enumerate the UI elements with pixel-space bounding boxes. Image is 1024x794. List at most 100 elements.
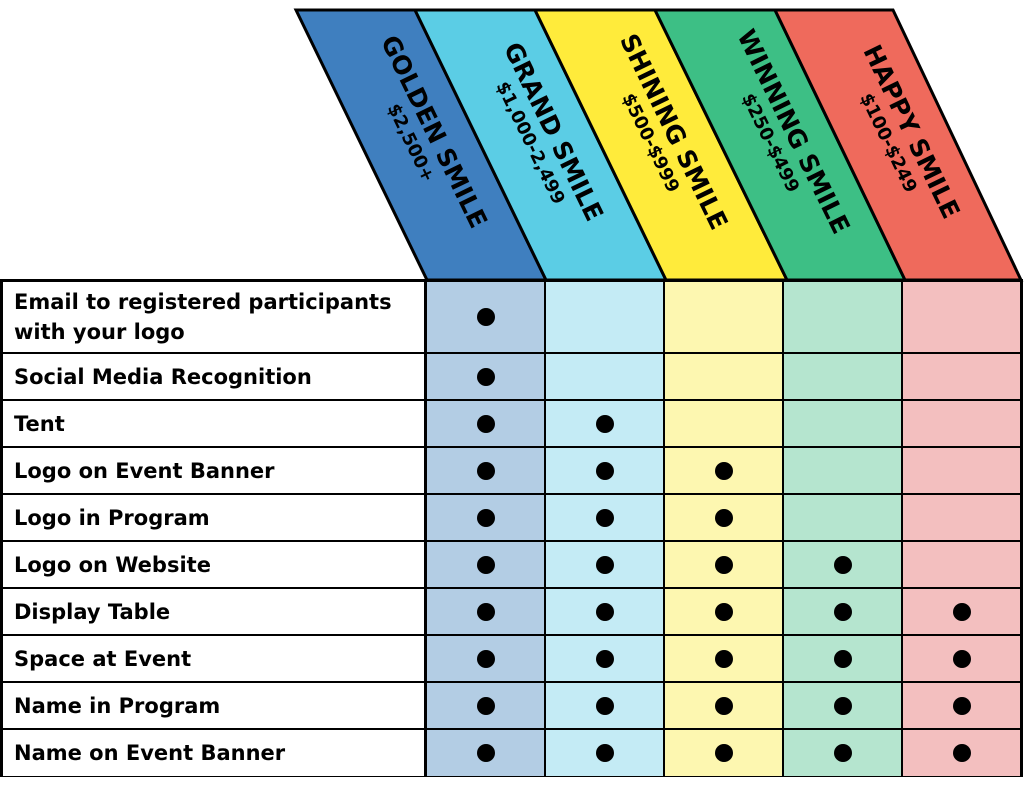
included-dot-icon (952, 602, 971, 621)
included-dot-icon (714, 508, 733, 527)
tier-cell-3 (665, 448, 784, 493)
tier-cell-4 (784, 730, 903, 776)
included-dot-icon (714, 602, 733, 621)
included-dot-icon (833, 555, 852, 574)
table-row: Logo on Website (3, 542, 1020, 589)
included-dot-icon (476, 602, 495, 621)
tier-cell-2 (546, 683, 665, 728)
tier-cell-1 (427, 282, 546, 352)
benefit-label: Social Media Recognition (3, 354, 427, 399)
benefit-label: Logo on Website (3, 542, 427, 587)
tier-cell-4 (784, 589, 903, 634)
included-dot-icon (714, 696, 733, 715)
tier-cell-5 (903, 282, 1020, 352)
included-dot-icon (476, 367, 495, 386)
tier-cell-5 (903, 542, 1020, 587)
tier-cell-1 (427, 589, 546, 634)
included-dot-icon (476, 744, 495, 762)
included-dot-icon (595, 414, 614, 433)
tier-cell-1 (427, 401, 546, 446)
tier-cell-3 (665, 542, 784, 587)
included-dot-icon (595, 508, 614, 527)
included-dot-icon (952, 744, 971, 762)
table-row: Logo in Program (3, 495, 1020, 542)
included-dot-icon (714, 461, 733, 480)
tier-cell-4 (784, 448, 903, 493)
table-row: Space at Event (3, 636, 1020, 683)
tier-cell-2 (546, 282, 665, 352)
tier-cell-2 (546, 448, 665, 493)
tier-cell-5 (903, 401, 1020, 446)
benefit-label: Email to registered participants with yo… (3, 282, 427, 352)
tier-cell-3 (665, 636, 784, 681)
tier-cell-4 (784, 636, 903, 681)
included-dot-icon (476, 649, 495, 668)
tier-cell-5 (903, 683, 1020, 728)
included-dot-icon (476, 696, 495, 715)
tier-cell-5 (903, 730, 1020, 776)
included-dot-icon (476, 414, 495, 433)
tier-cell-3 (665, 354, 784, 399)
benefit-label: Name in Program (3, 683, 427, 728)
benefit-label: Tent (3, 401, 427, 446)
included-dot-icon (595, 744, 614, 762)
table-row: Email to registered participants with yo… (3, 282, 1020, 354)
tier-cell-1 (427, 542, 546, 587)
tier-cell-2 (546, 495, 665, 540)
tier-cell-3 (665, 730, 784, 776)
tier-cell-3 (665, 282, 784, 352)
tier-cell-1 (427, 495, 546, 540)
benefit-label: Name on Event Banner (3, 730, 427, 776)
tier-cell-1 (427, 354, 546, 399)
tier-cell-2 (546, 354, 665, 399)
benefit-label: Display Table (3, 589, 427, 634)
included-dot-icon (714, 649, 733, 668)
included-dot-icon (833, 649, 852, 668)
included-dot-icon (833, 744, 852, 762)
benefits-table: Email to registered participants with yo… (0, 279, 1023, 777)
tier-cell-5 (903, 495, 1020, 540)
included-dot-icon (833, 696, 852, 715)
tier-cell-1 (427, 448, 546, 493)
table-row: Name in Program (3, 683, 1020, 730)
tier-cell-4 (784, 354, 903, 399)
tier-cell-1 (427, 683, 546, 728)
benefit-label: Space at Event (3, 636, 427, 681)
tier-cell-4 (784, 495, 903, 540)
included-dot-icon (595, 602, 614, 621)
table-row: Tent (3, 401, 1020, 448)
tier-cell-4 (784, 282, 903, 352)
benefit-label: Logo in Program (3, 495, 427, 540)
tier-cell-1 (427, 636, 546, 681)
tier-cell-2 (546, 730, 665, 776)
tier-cell-2 (546, 636, 665, 681)
included-dot-icon (476, 308, 495, 326)
tier-cell-3 (665, 401, 784, 446)
tier-cell-3 (665, 589, 784, 634)
included-dot-icon (595, 555, 614, 574)
included-dot-icon (833, 602, 852, 621)
tier-header: GOLDEN SMILE$2,500+GRAND SMILE$1,000-2,4… (293, 8, 1024, 282)
included-dot-icon (476, 461, 495, 480)
included-dot-icon (476, 555, 495, 574)
benefit-label: Logo on Event Banner (3, 448, 427, 493)
tier-cell-4 (784, 401, 903, 446)
included-dot-icon (952, 649, 971, 668)
tier-cell-5 (903, 589, 1020, 634)
included-dot-icon (476, 508, 495, 527)
tier-cell-2 (546, 401, 665, 446)
tier-cell-2 (546, 589, 665, 634)
tier-cell-1 (427, 730, 546, 776)
included-dot-icon (595, 461, 614, 480)
tier-header-4: WINNING SMILE$250-$499 (652, 8, 908, 282)
tier-cell-4 (784, 542, 903, 587)
tier-cell-2 (546, 542, 665, 587)
table-row: Name on Event Banner (3, 730, 1020, 776)
tier-cell-3 (665, 495, 784, 540)
tier-cell-3 (665, 683, 784, 728)
included-dot-icon (952, 696, 971, 715)
tier-cell-5 (903, 636, 1020, 681)
table-row: Social Media Recognition (3, 354, 1020, 401)
tier-cell-5 (903, 448, 1020, 493)
